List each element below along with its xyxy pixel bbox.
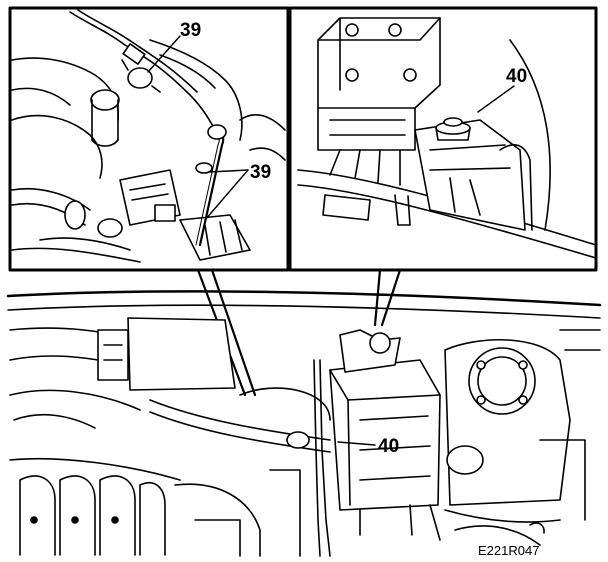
intake-runners	[19, 475, 166, 556]
callout-40-main: 40	[378, 436, 399, 457]
inset-right-frame	[288, 6, 598, 272]
inset-left-detail: 39 39	[8, 6, 290, 272]
callout-40-inset: 40	[506, 66, 527, 87]
inset-left-frame	[8, 6, 290, 272]
figure-reference-code: E221R047	[478, 543, 539, 558]
callout-39-top: 39	[180, 20, 201, 41]
inset-right-detail: 40	[288, 6, 598, 272]
main-engine-view	[6, 290, 602, 557]
callout-39-rod: 39	[250, 162, 271, 183]
